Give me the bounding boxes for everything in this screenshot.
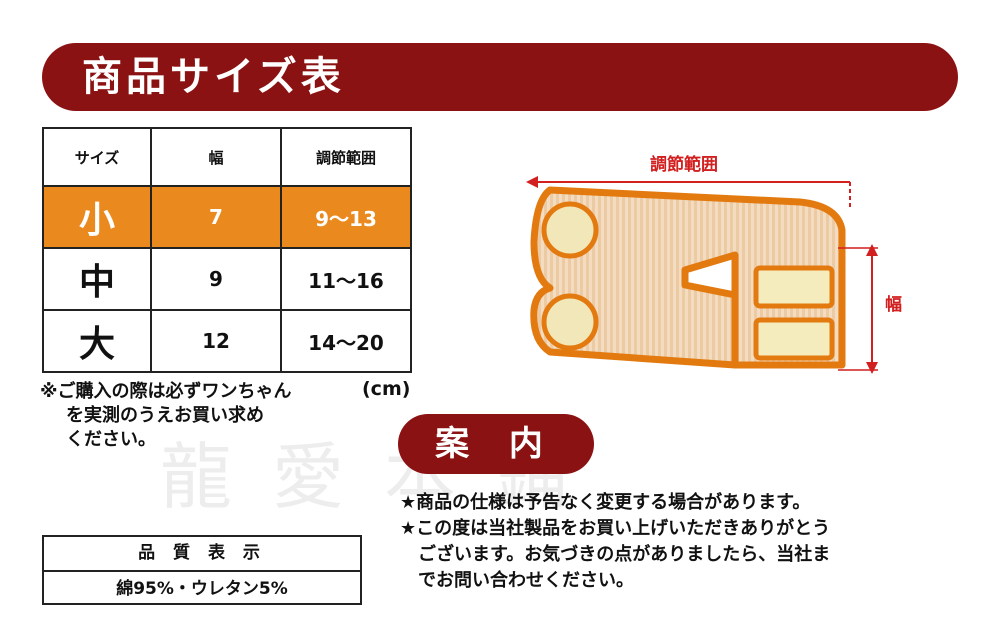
quality-value: 綿95%・ウレタン5%	[116, 579, 288, 599]
range-cell: 11〜16	[280, 247, 412, 311]
width-cell: 7	[150, 185, 282, 249]
guide-line: ございます。お気づきの点がありましたら、当社ま	[418, 544, 831, 565]
width-cell: 12	[150, 309, 282, 373]
table-row: 大 12 14〜20	[42, 309, 412, 373]
header-width: 幅	[150, 127, 282, 187]
page-title: 商品サイズ表	[82, 54, 345, 100]
note-line: ください。	[66, 429, 156, 450]
guide-text: ★商品の仕様は予告なく変更する場合があります。 ★この度は当社製品をお買い上げい…	[400, 490, 960, 594]
table-row: 中 9 11〜16	[42, 247, 412, 311]
guide-line: ★商品の仕様は予告なく変更する場合があります。	[400, 492, 811, 513]
belt-end-circle	[541, 293, 599, 351]
size-cell: 中	[42, 247, 152, 311]
adjust-range-label: 調節範囲	[650, 155, 718, 175]
velcro-strip	[753, 265, 835, 309]
guide-line: でお問い合わせください。	[418, 570, 634, 591]
header-banner	[42, 43, 958, 111]
header-size: サイズ	[42, 127, 152, 187]
width-arrowhead-icon	[866, 244, 878, 256]
note-line: を実測のうえお買い求め	[66, 405, 264, 426]
guide-line: ★この度は当社製品をお買い上げいただきありがとう	[400, 518, 831, 539]
width-label: 幅	[885, 295, 902, 315]
purchase-note: ※ご購入の際は必ずワンちゃん を実測のうえお買い求め ください。	[40, 380, 340, 452]
velcro-strip	[753, 317, 835, 361]
header-range: 調節範囲	[280, 127, 412, 187]
belt-diagram	[526, 176, 878, 374]
size-cell: 大	[42, 309, 152, 373]
quality-label-box: 品 質 表 示 綿95%・ウレタン5%	[42, 535, 362, 605]
quality-title: 品 質 表 示	[44, 537, 360, 572]
size-table: サイズ 幅 調節範囲 小 7 9〜13 中 9 11〜16 大 12 14〜20	[42, 127, 412, 373]
guide-banner	[398, 414, 594, 474]
table-row: 小 7 9〜13	[42, 185, 412, 249]
range-cell: 9〜13	[280, 185, 412, 249]
size-table-header: サイズ 幅 調節範囲	[42, 127, 412, 187]
guide-title: 案 内	[435, 424, 557, 464]
width-arrowhead-icon	[866, 362, 878, 374]
note-line: ※ご購入の際は必ずワンちゃん	[40, 381, 292, 402]
belt-end-circle	[541, 201, 599, 259]
width-cell: 9	[150, 247, 282, 311]
range-cell: 14〜20	[280, 309, 412, 373]
adjust-arrowhead-icon	[526, 176, 538, 188]
unit-label: (cm)	[362, 378, 411, 400]
size-cell: 小	[42, 185, 152, 249]
